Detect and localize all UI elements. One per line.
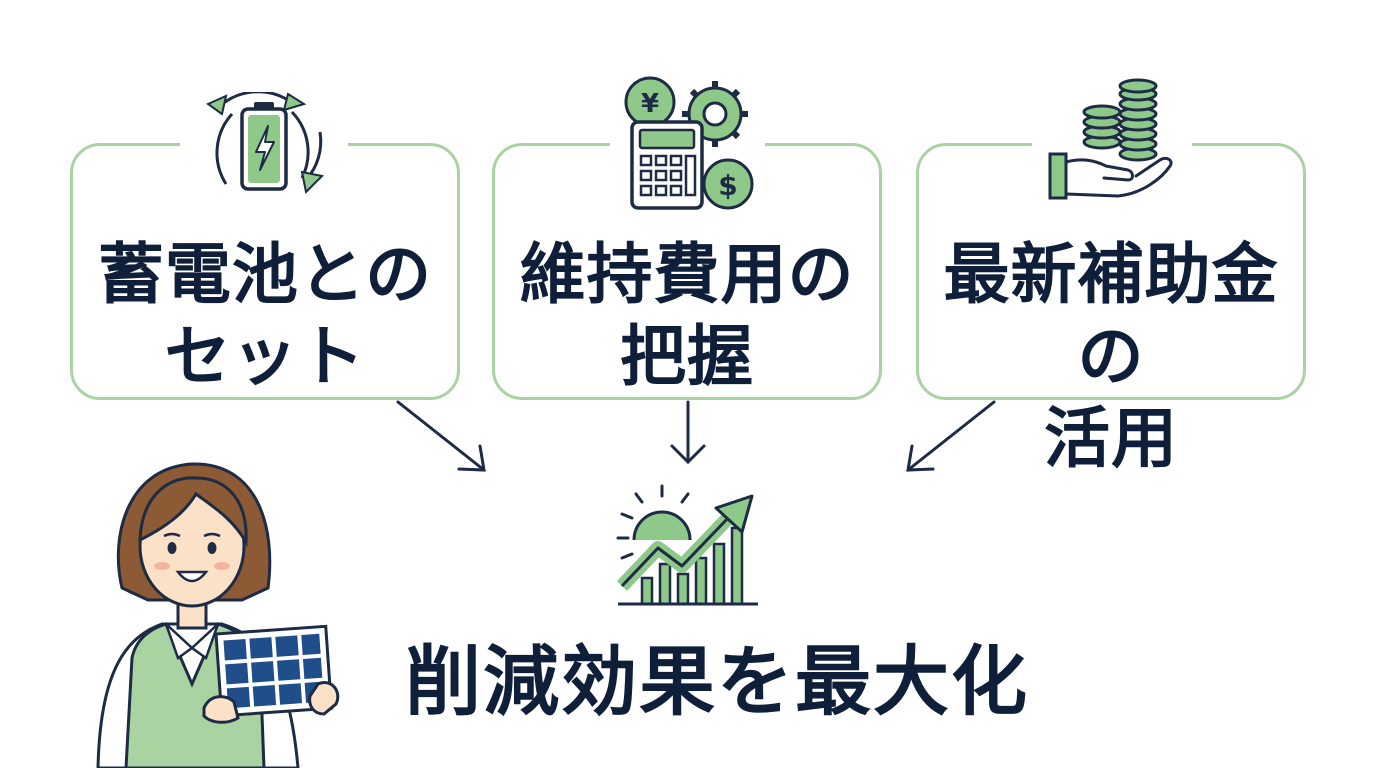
woman-holding-solar-panel-icon [92, 448, 352, 768]
svg-text:¥: ¥ [641, 89, 659, 119]
result-title: 削減効果を最大化 [405, 637, 1029, 726]
hand-coins-icon [1032, 78, 1192, 208]
battery-recycle-icon [180, 92, 348, 202]
calculator-cost-icon: ¥ $ [610, 74, 765, 214]
card-subsidy-label: 最新補助金の 活用 [943, 236, 1279, 477]
card-maintenance-cost-label: 維持費用の 把握 [519, 236, 855, 395]
card-battery-set-label: 蓄電池との セット [97, 236, 433, 395]
arrow-left [396, 400, 486, 472]
sun-growth-chart-icon [612, 482, 764, 608]
svg-text:$: $ [718, 169, 737, 202]
